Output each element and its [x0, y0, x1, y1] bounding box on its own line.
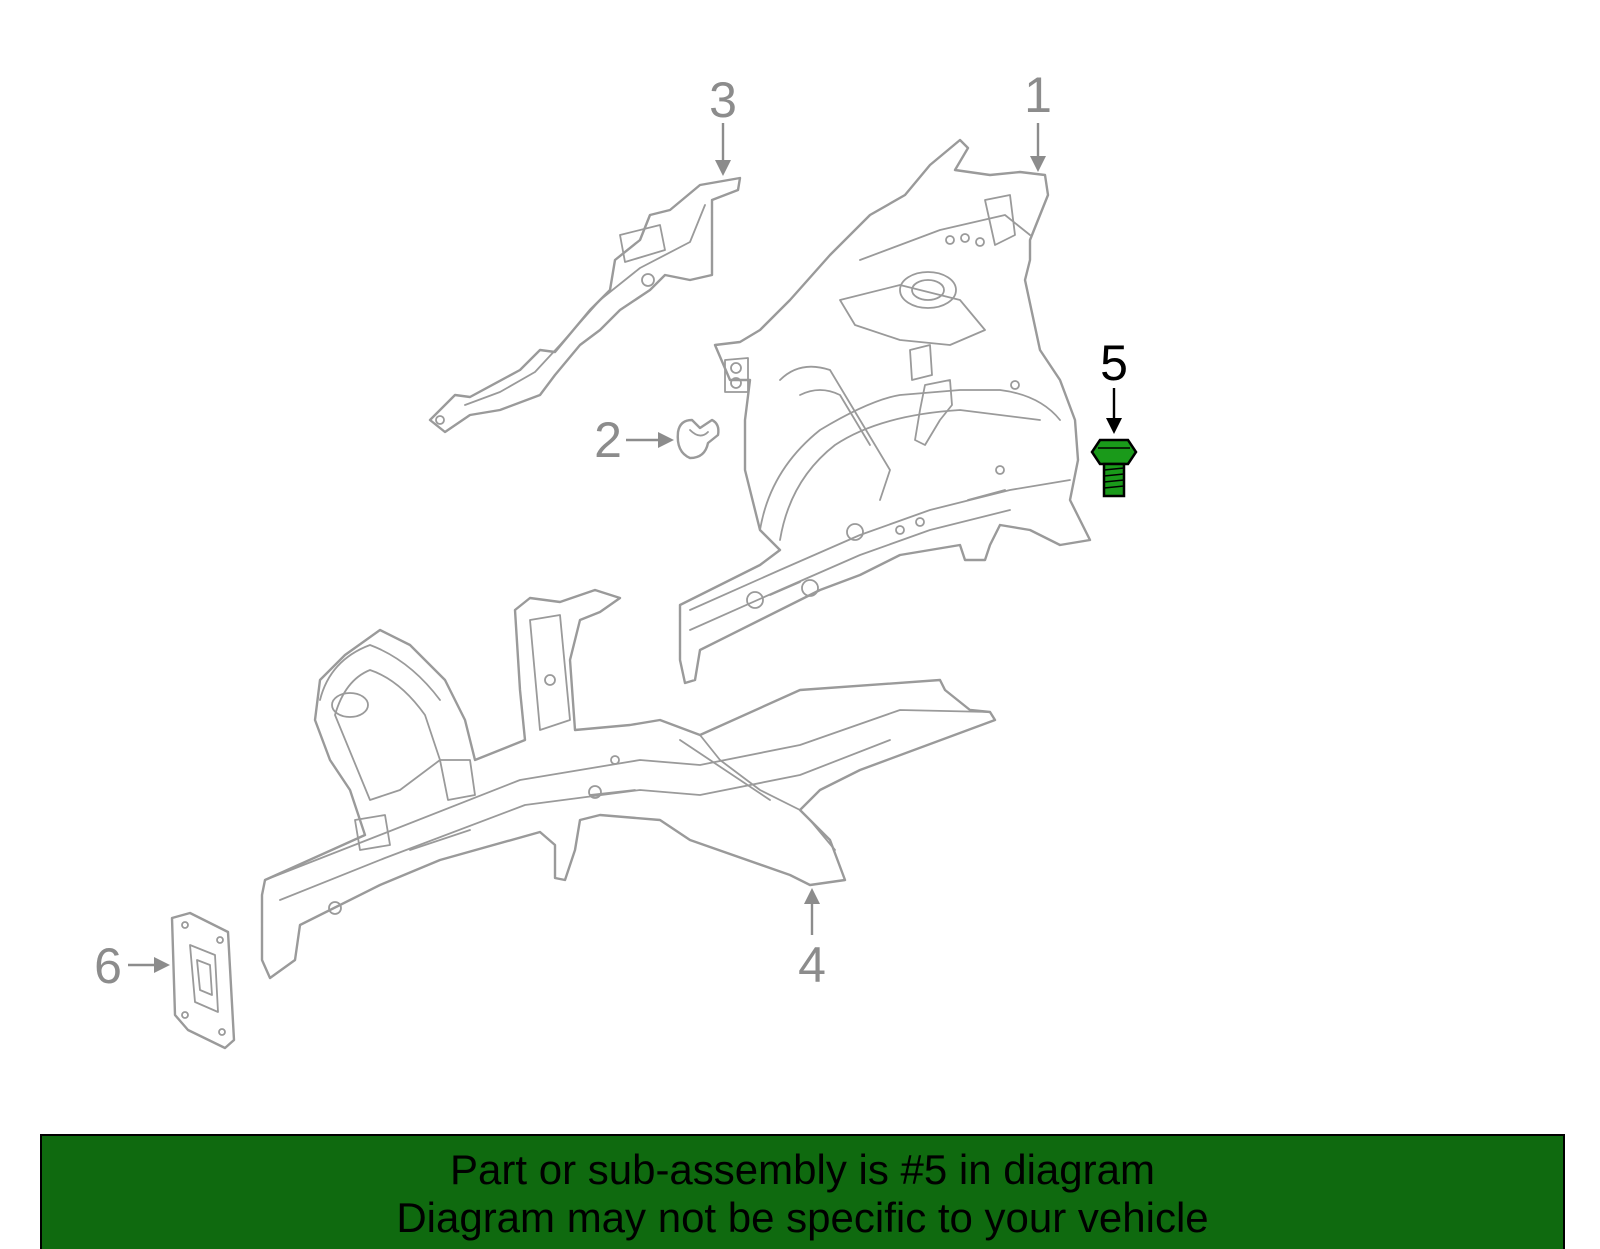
- callout-6-number: 6: [94, 938, 122, 994]
- part-6-plate: [170, 911, 236, 1050]
- banner-line-disclaimer: Diagram may not be specific to your vehi…: [396, 1194, 1209, 1241]
- callout-3: 3: [709, 72, 737, 176]
- part-5-bolt-highlighted[interactable]: [1090, 438, 1138, 498]
- part-1-wheelhouse-apron: [678, 138, 1092, 685]
- callout-6: 6: [94, 938, 170, 994]
- callout-2-number: 2: [594, 412, 622, 468]
- banner-line-part: Part or sub-assembly is #5 in diagram: [450, 1146, 1155, 1193]
- info-banner: Part or sub-assembly is #5 in diagram Di…: [40, 1134, 1565, 1249]
- part-2-clip: [676, 418, 720, 460]
- callout-2: 2: [594, 412, 674, 468]
- callout-4: 4: [798, 888, 826, 993]
- parts-diagram: 1 2 3 4 5 6: [94, 67, 1138, 1050]
- callout-1: 1: [1024, 67, 1052, 172]
- callout-1-number: 1: [1024, 67, 1052, 123]
- callout-5: 5: [1100, 335, 1128, 434]
- part-4-lower-rail: [260, 588, 997, 980]
- callout-5-number: 5: [1100, 335, 1128, 391]
- part-3-upper-rail: [428, 176, 742, 434]
- callout-3-number: 3: [709, 72, 737, 128]
- callout-4-number: 4: [798, 937, 826, 993]
